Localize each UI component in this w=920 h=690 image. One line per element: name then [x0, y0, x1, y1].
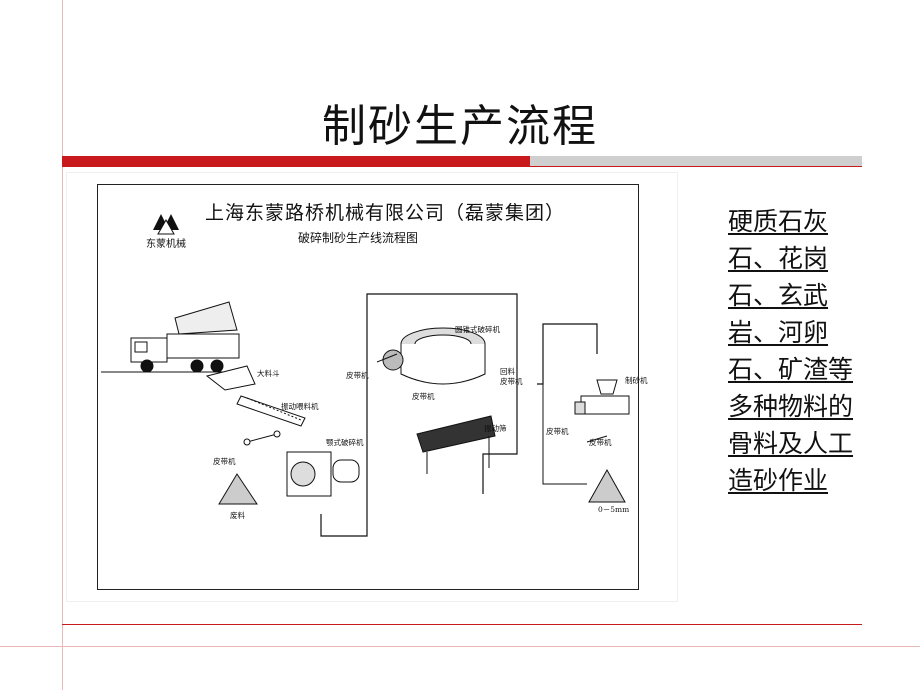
flow-line-3	[537, 323, 598, 385]
sand-making-machine-icon	[574, 379, 630, 415]
vibrating-feeder-icon	[236, 395, 306, 427]
product-pile-icon	[588, 468, 626, 503]
jaw-crusher-icon	[286, 451, 360, 497]
belt-conveyor-2-icon	[376, 353, 398, 363]
company-logo-icon	[153, 214, 179, 235]
label-jaw-crusher: 颚式破碎机	[326, 438, 364, 447]
label-waste: 废料	[230, 511, 245, 520]
label-belt2: 皮带机	[346, 371, 369, 380]
label-belt3: 皮带机	[412, 392, 435, 401]
label-sand-maker: 制砂机	[625, 376, 648, 385]
logo-text: 东蒙机械	[146, 239, 186, 250]
belt-conveyor-1-icon	[243, 430, 281, 446]
side-description: 硬质石灰石、花岗石、玄武岩、河卵石、矿渣等多种物料的骨料及人工造砂作业	[728, 207, 854, 495]
company-name: 上海东蒙路桥机械有限公司（磊蒙集团）	[205, 202, 566, 224]
title-underline-red	[62, 156, 530, 166]
dump-truck-icon	[130, 301, 240, 373]
flowchart-border	[97, 184, 639, 590]
hopper-icon	[205, 365, 256, 391]
label-return: 回料	[500, 367, 515, 376]
label-belt5: 皮带机	[546, 427, 569, 436]
flowchart-drawing	[101, 214, 630, 537]
bottom-rule	[62, 624, 862, 625]
flowchart-subtitle: 破碎制砂生产线流程图	[298, 231, 419, 245]
label-screen: 振动筛	[484, 424, 507, 433]
vibrating-screen-icon	[416, 415, 496, 474]
belt-conveyor-6-icon	[586, 435, 608, 443]
title-underline-gray	[530, 156, 862, 166]
label-feeder: 振动喂料机	[281, 402, 319, 411]
waste-pile-icon	[218, 473, 258, 505]
label-belt1: 皮带机	[213, 457, 236, 466]
label-cone-crusher: 圆锥式破碎机	[455, 325, 500, 334]
title-underline-thin	[62, 166, 862, 167]
label-belt4: 皮带机	[500, 377, 523, 386]
flow-line-1	[320, 293, 435, 537]
left-guide-line	[62, 0, 63, 690]
slide-title: 制砂生产流程	[322, 101, 598, 152]
bottom-guide-line	[0, 646, 920, 647]
cone-crusher-icon	[382, 327, 486, 385]
label-hopper: 大料斗	[257, 369, 280, 378]
label-product-size: 0－5mm	[598, 505, 630, 514]
flow-line-4	[542, 324, 587, 485]
label-belt6: 皮带机	[589, 438, 612, 447]
flow-line-2	[435, 293, 518, 494]
